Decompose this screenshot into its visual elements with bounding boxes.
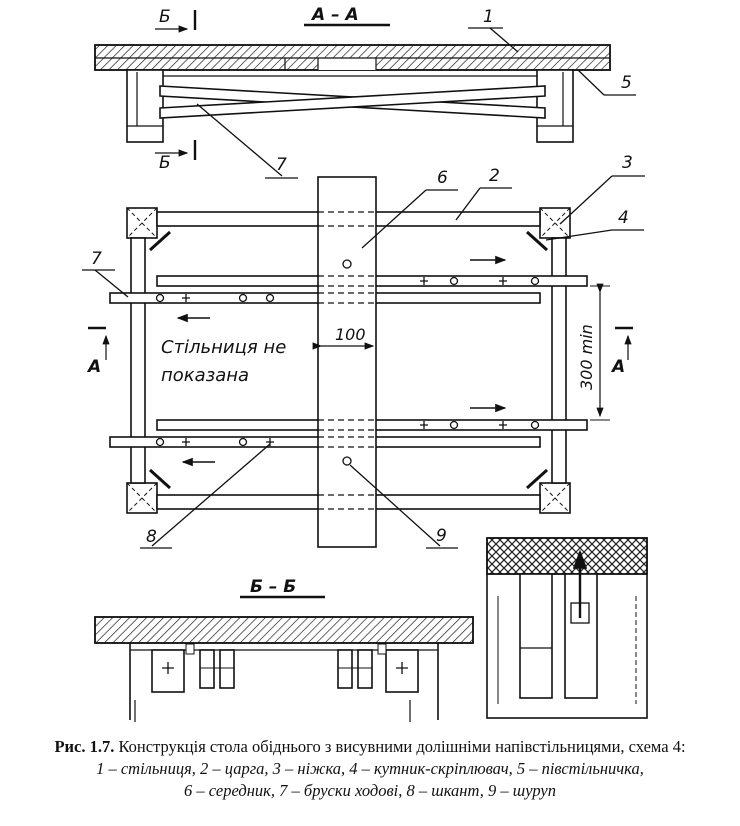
section-mark-b-top: Б <box>159 7 171 27</box>
callout-2: 2 <box>489 166 500 186</box>
callout-8: 8 <box>146 527 157 547</box>
callout-3: 3 <box>622 153 633 173</box>
callout-6: 6 <box>437 168 448 188</box>
section-mark-b-bottom: Б <box>159 153 171 173</box>
caption-legend-line-1: 1 – стільниця, 2 – царга, 3 – ніжка, 4 –… <box>96 759 644 778</box>
section-a-a-title: А – А <box>310 5 359 25</box>
note-line-2: показана <box>161 365 249 386</box>
figure-caption: Рис. 1.7. Конструкція стола обіднього з … <box>10 736 730 802</box>
caption-legend-line-2: 6 – середник, 7 – бруски ходові, 8 – шка… <box>184 781 556 800</box>
center-rail <box>317 176 377 548</box>
callout-7: 7 <box>91 249 102 269</box>
callout-5: 5 <box>621 73 632 93</box>
section-mark-a-right: А <box>610 357 625 377</box>
section-mark-a-left: А <box>86 357 101 377</box>
apron-right <box>551 237 567 484</box>
section-b-b-title: Б – Б <box>250 577 296 597</box>
dimension-spacing-label: 300 min <box>577 324 596 390</box>
detail-view <box>486 537 648 719</box>
callouts <box>82 27 645 549</box>
section-a-a: А – А Б Б <box>94 5 611 173</box>
note-line-1: Стільниця не <box>161 337 286 358</box>
screw-marker <box>342 259 352 269</box>
caption-label: Рис. 1.7. <box>54 737 115 756</box>
callout-7-top: 7 <box>276 155 287 175</box>
callout-1: 1 <box>483 7 494 27</box>
screw-marker <box>342 456 352 466</box>
caption-title: Конструкція стола обіднього з висувними … <box>118 737 686 756</box>
plan-view: 100 300 min Стільниця не показана А А <box>86 176 633 548</box>
callout-4: 4 <box>618 208 629 228</box>
callout-9: 9 <box>436 526 447 546</box>
tabletop-section-bb <box>94 616 474 644</box>
section-b-b: Б – Б <box>94 577 474 722</box>
dimension-width-label: 100 <box>335 325 366 344</box>
